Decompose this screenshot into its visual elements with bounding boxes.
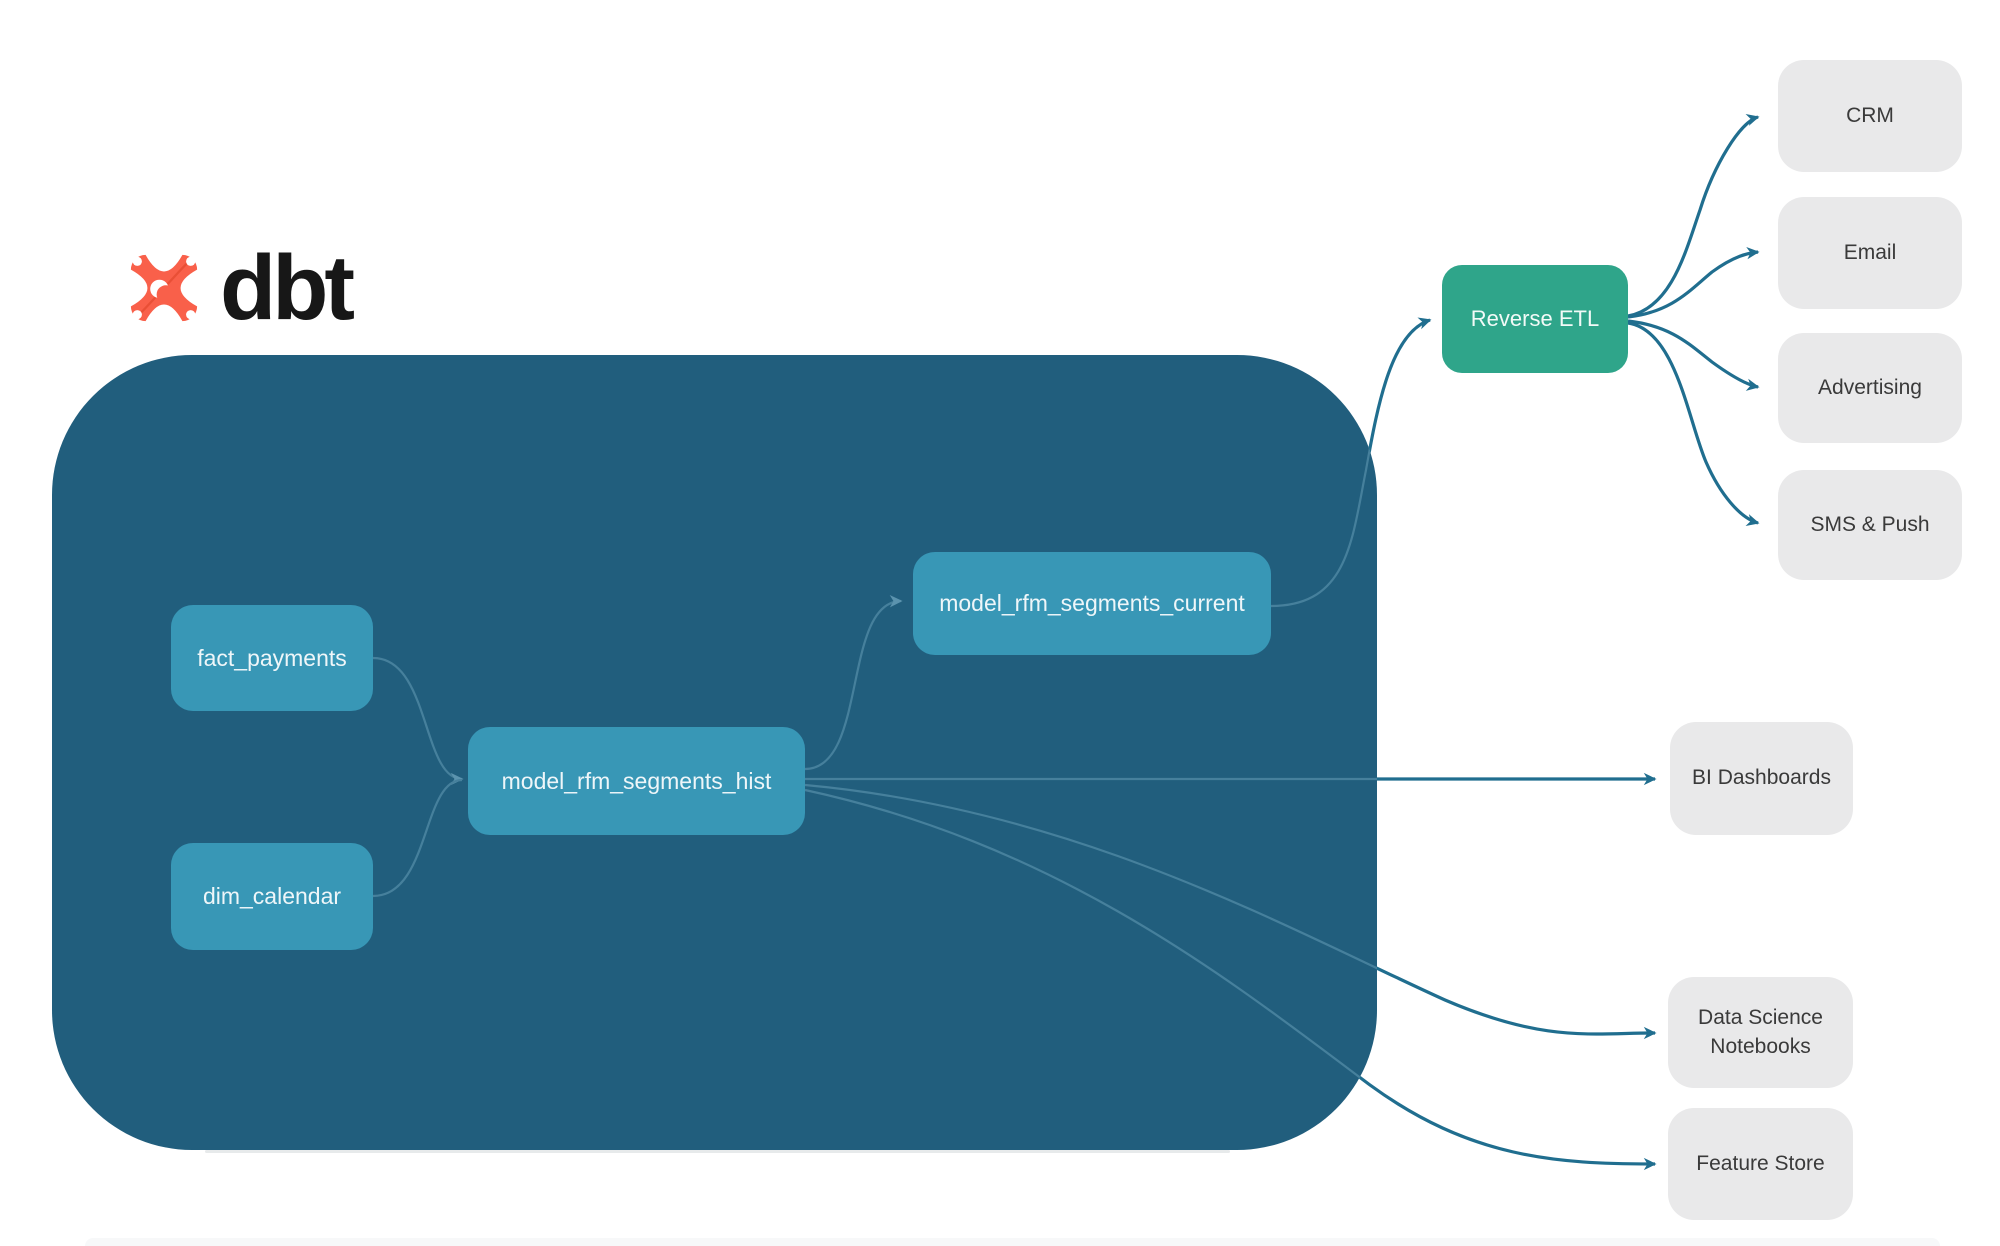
node-feature-store: Feature Store [1668,1108,1853,1220]
node-model-rfm-segments-hist: model_rfm_segments_hist [468,727,805,835]
edge-reverseetl-to-advertising [1627,319,1760,391]
edge-reverseetl-to-sms [1627,321,1760,526]
node-label: Email [1843,240,1897,264]
dbt-logo-text: dbt [220,237,355,339]
node-label: Advertising [1818,375,1922,399]
node-bi-dashboards: BI Dashboards [1670,722,1853,835]
dbt-logo-icon [130,254,198,322]
edge-reverseetl-to-email [1627,246,1760,319]
node-data-science-notebooks: Data Science Notebooks [1668,977,1853,1088]
node-email: Email [1778,197,1962,309]
node-model-rfm-segments-current: model_rfm_segments_current [913,552,1271,655]
node-label: model_rfm_segments_hist [501,767,772,794]
node-dim-calendar: dim_calendar [171,843,373,950]
bottom-page-strip [85,1238,1940,1246]
edge-reverseetl-to-crm [1627,114,1760,318]
node-label: Data Science Notebooks [1698,1006,1823,1058]
node-label: Reverse ETL [1470,306,1600,331]
node-label: model_rfm_segments_current [939,590,1245,616]
container-bottom-shadow [205,1150,1230,1153]
node-sms-push: SMS & Push [1778,470,1962,580]
node-fact-payments: fact_payments [171,605,373,711]
node-label: CRM [1846,103,1894,127]
node-label: BI Dashboards [1692,766,1831,790]
node-label: SMS & Push [1810,512,1930,536]
node-label: fact_payments [197,644,347,671]
node-label: dim_calendar [202,883,342,909]
node-crm: CRM [1778,60,1962,172]
node-label: Feature Store [1696,1151,1825,1175]
node-reverse-etl: Reverse ETL [1442,265,1628,373]
dbt-logo: dbt [118,237,355,339]
node-advertising: Advertising [1778,333,1962,443]
